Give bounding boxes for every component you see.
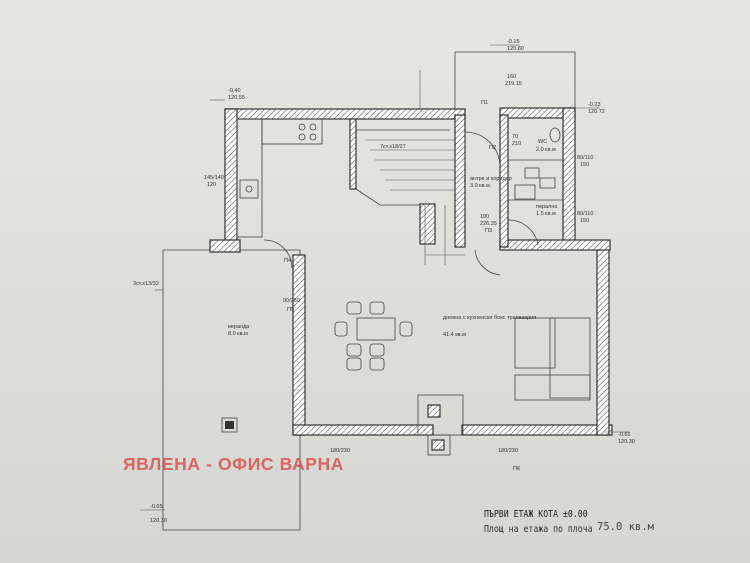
mark-p4: П4 — [284, 258, 291, 264]
opening-9: 160 — [507, 74, 516, 80]
bathroom-fixtures — [508, 127, 563, 201]
level-5: -0.65 — [150, 504, 163, 510]
level-3b: 120.72 — [588, 109, 605, 115]
dining-table — [334, 301, 413, 371]
opening-15: 70 — [512, 134, 518, 140]
area-label: Площ на етажа по плоча — [484, 524, 593, 535]
entry-label: антре и коридор — [470, 176, 512, 182]
level-3: -0.23 — [588, 102, 601, 108]
opening-12: 226.35 — [480, 221, 497, 227]
level-2b: 120.80 — [507, 46, 524, 52]
opening-7: 180/230 — [330, 448, 350, 454]
watermark: ЯВЛЕНА - ОФИС ВАРНА — [123, 454, 344, 474]
level-2: -0.15 — [507, 39, 520, 45]
opening-14: 90/250 — [283, 298, 300, 304]
level-markers — [140, 44, 630, 511]
mark-p6: П6 — [513, 466, 520, 472]
level-1b: 120.55 — [228, 95, 245, 101]
living-label: дневна с кухненски бокс трапезария — [443, 315, 536, 321]
opening-1: 145/140 — [204, 175, 224, 181]
area-value: 75.0 кв.м — [597, 521, 654, 533]
sofa — [514, 317, 591, 401]
level-4b: 120.30 — [618, 439, 635, 445]
opening-6: 150 — [580, 218, 589, 224]
opening-8: 180/230 — [498, 448, 518, 454]
veranda-area — [155, 249, 301, 531]
opening-3: 80/110 — [577, 155, 593, 161]
canopy-lines — [419, 51, 576, 110]
mark-p5: П5 — [287, 307, 294, 313]
level-5b: 120.30 — [150, 518, 167, 524]
level-1: -0.40 — [228, 88, 241, 94]
staircase — [355, 129, 465, 265]
opening-4: 150 — [580, 162, 589, 168]
stair-label: 7ст.х18/27 — [380, 144, 406, 150]
veranda-area: 8.0 кв.м — [228, 331, 248, 337]
opening-13: 3ст.х13/32 — [133, 281, 159, 287]
opening-5: 80/110 — [577, 211, 593, 217]
opening-16: 210 — [512, 141, 521, 147]
living-area: 41.4 кв.м — [443, 332, 466, 338]
opening-11: 100 — [480, 214, 489, 220]
entry-area: 3.9 кв.м — [470, 183, 490, 189]
veranda-label: веранда — [228, 324, 250, 330]
wc-label: WC — [538, 139, 547, 145]
laundry-area: 1.5 кв.м — [536, 211, 556, 217]
wc-area: 2.0 кв.м — [536, 147, 556, 153]
kitchen-counter — [236, 118, 323, 238]
level-4: -0.65 — [618, 432, 631, 438]
fireplace — [417, 394, 464, 456]
mark-p2: П2 — [489, 145, 496, 151]
outer-walls — [209, 107, 613, 436]
opening-2: 120 — [207, 182, 216, 188]
doors — [263, 131, 539, 276]
laundry-label: перално — [536, 204, 557, 210]
plan-title: ПЪРВИ ЕТАЖ КОТА ±0.00 — [484, 509, 588, 520]
mark-p3: П3 — [485, 228, 492, 234]
mark-p1: П1 — [481, 100, 488, 106]
opening-10: 219.15 — [505, 81, 522, 87]
